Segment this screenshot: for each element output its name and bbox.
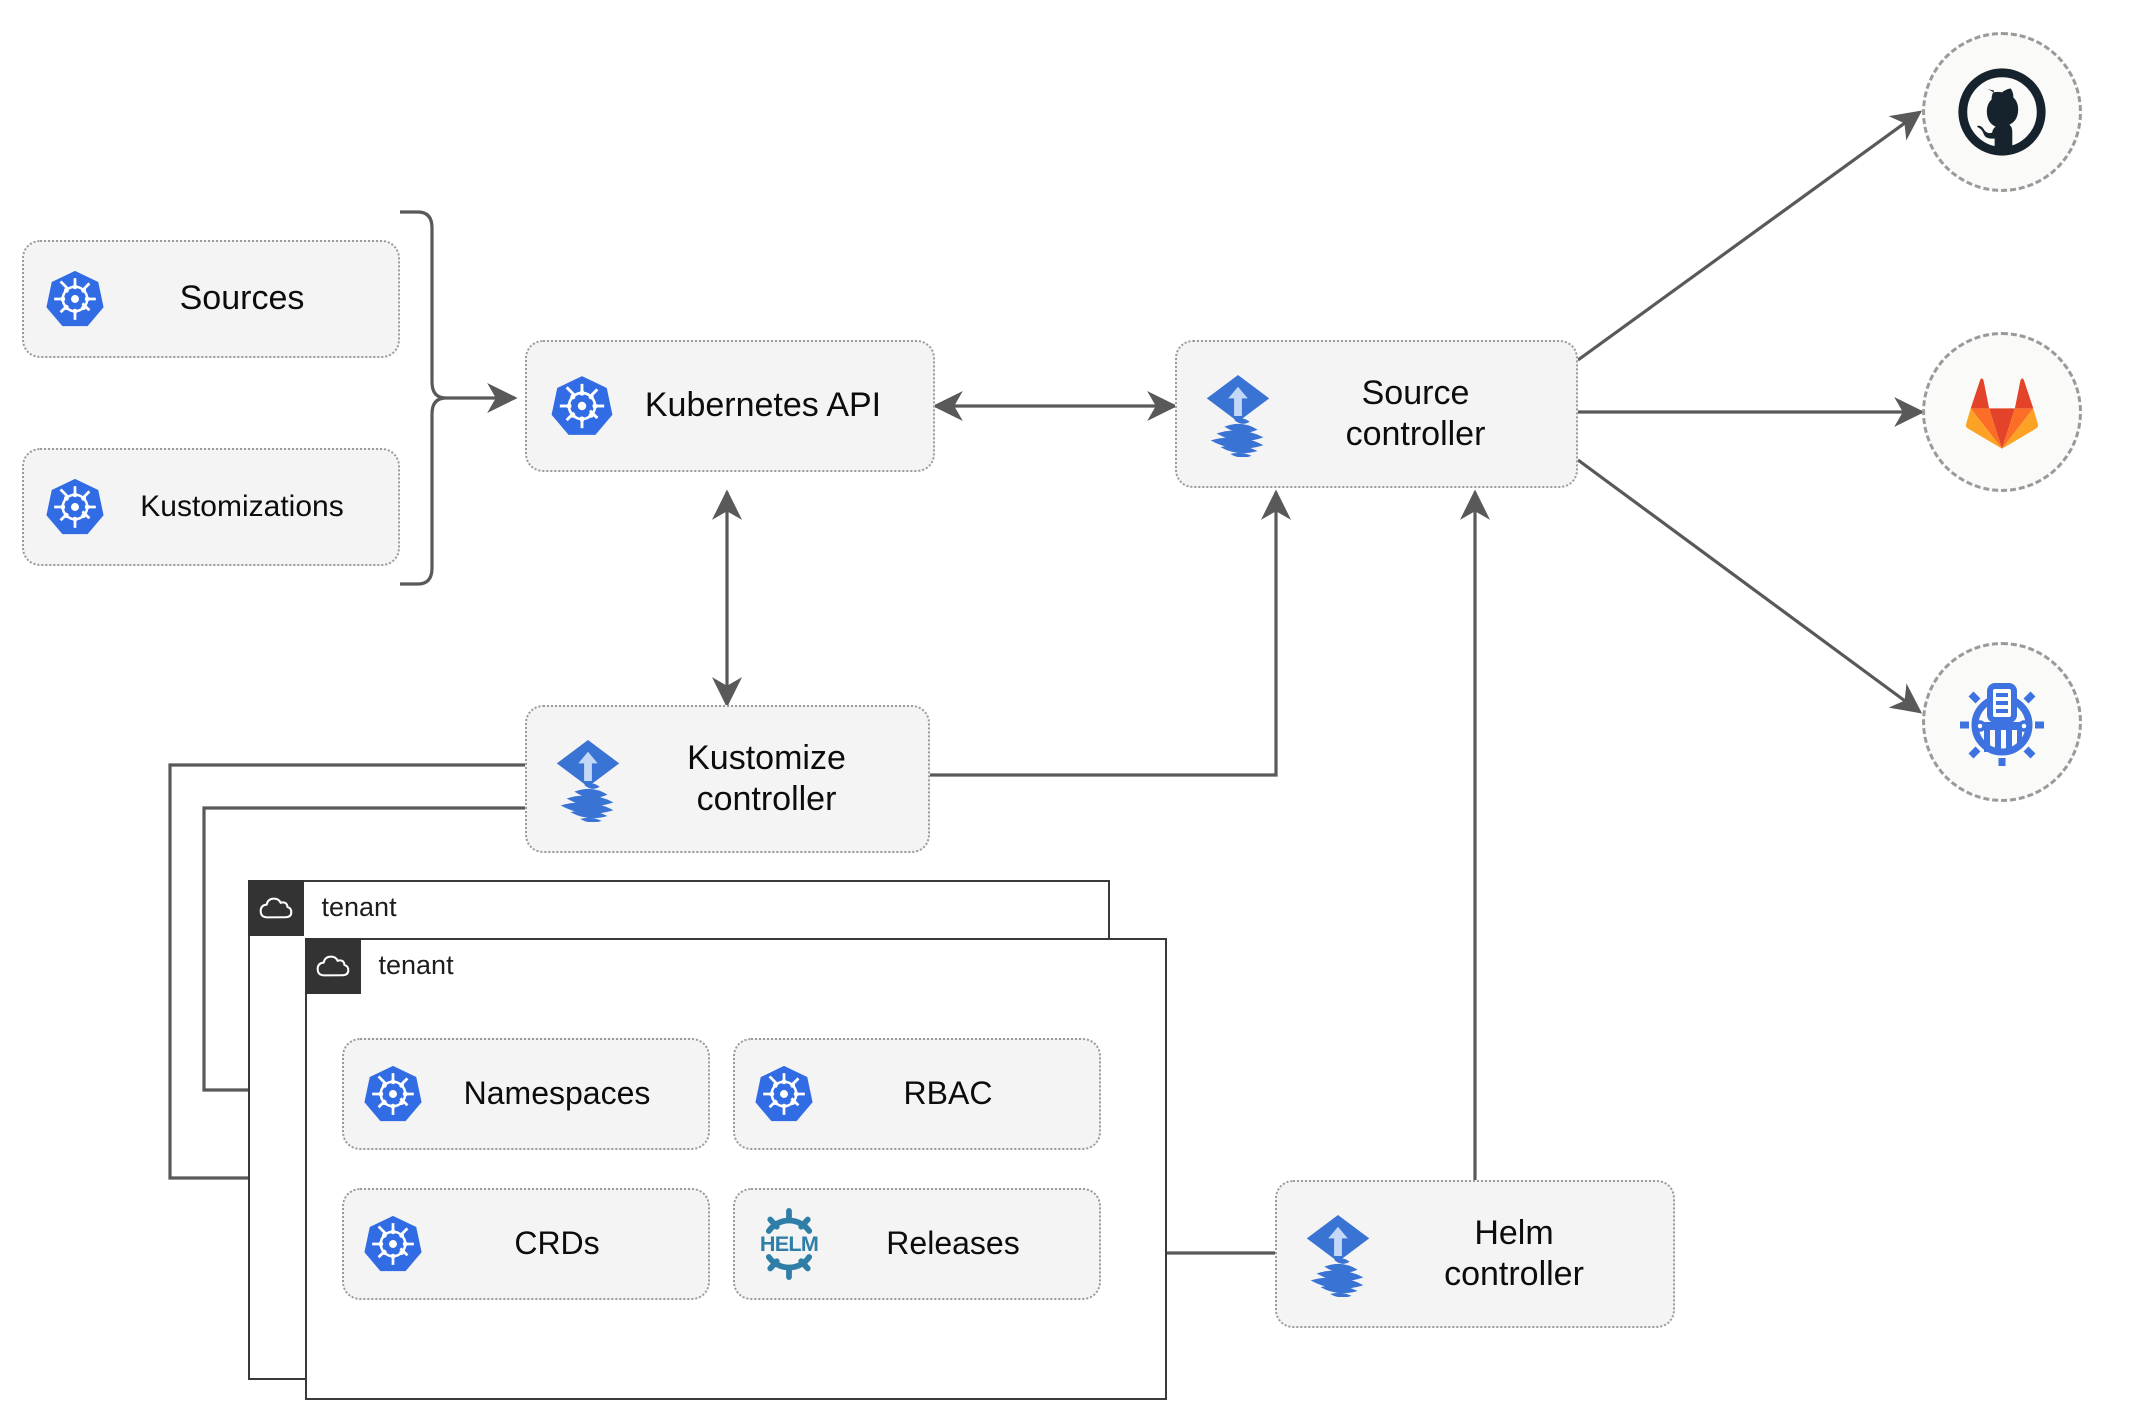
kubernetes-icon	[44, 476, 106, 538]
node-sources[interactable]: Sources	[22, 240, 400, 358]
node-namespaces[interactable]: Namespaces	[342, 1038, 710, 1150]
node-label: Kustomize controller	[687, 738, 846, 818]
kubernetes-icon	[753, 1063, 815, 1125]
helm-icon: HELM	[753, 1208, 825, 1280]
cloud-icon	[304, 937, 361, 994]
node-label: RBAC	[903, 1075, 993, 1112]
tenant-frame-inner[interactable]: tenant	[304, 937, 1167, 1400]
gitlab-icon	[1965, 378, 2039, 449]
flux-icon	[549, 736, 627, 822]
node-kubernetes-api[interactable]: Kubernetes API	[525, 340, 935, 472]
node-label: Namespaces	[463, 1075, 651, 1112]
kubernetes-icon	[44, 268, 106, 330]
bucket-icon	[1960, 683, 2044, 766]
kubernetes-icon	[362, 1213, 424, 1275]
node-label: Helm controller	[1444, 1213, 1584, 1293]
node-kustomizations[interactable]: Kustomizations	[22, 448, 400, 566]
tenant-tab: tenant	[304, 937, 454, 994]
tenant-label: tenant	[378, 950, 454, 980]
provider-gitlab[interactable]	[1922, 332, 2082, 492]
node-helm-controller[interactable]: Helm controller	[1275, 1180, 1675, 1328]
node-source-controller[interactable]: Source controller	[1175, 340, 1578, 488]
node-label: Kubernetes API	[644, 386, 882, 425]
kubernetes-icon	[362, 1063, 424, 1125]
provider-github[interactable]	[1922, 32, 2082, 192]
node-label: Sources	[179, 279, 305, 318]
node-label: Releases	[886, 1225, 1020, 1262]
node-rbac[interactable]: RBAC	[733, 1038, 1101, 1150]
node-label: Kustomizations	[140, 489, 344, 523]
node-label: CRDs	[514, 1225, 600, 1262]
tenant-label: tenant	[321, 892, 397, 922]
provider-bucket[interactable]	[1922, 642, 2082, 802]
flux-icon	[1199, 371, 1277, 457]
svg-text:HELM: HELM	[760, 1231, 818, 1256]
node-label: Source controller	[1345, 373, 1486, 453]
tenant-tab: tenant	[247, 879, 397, 936]
node-kustomize-controller[interactable]: Kustomize controller	[525, 705, 930, 853]
node-releases[interactable]: HELM Releases	[733, 1188, 1101, 1300]
github-icon	[1958, 68, 2046, 156]
cloud-icon	[247, 879, 304, 936]
kubernetes-icon	[549, 373, 615, 439]
node-crds[interactable]: CRDs	[342, 1188, 710, 1300]
flux-icon	[1299, 1211, 1377, 1297]
